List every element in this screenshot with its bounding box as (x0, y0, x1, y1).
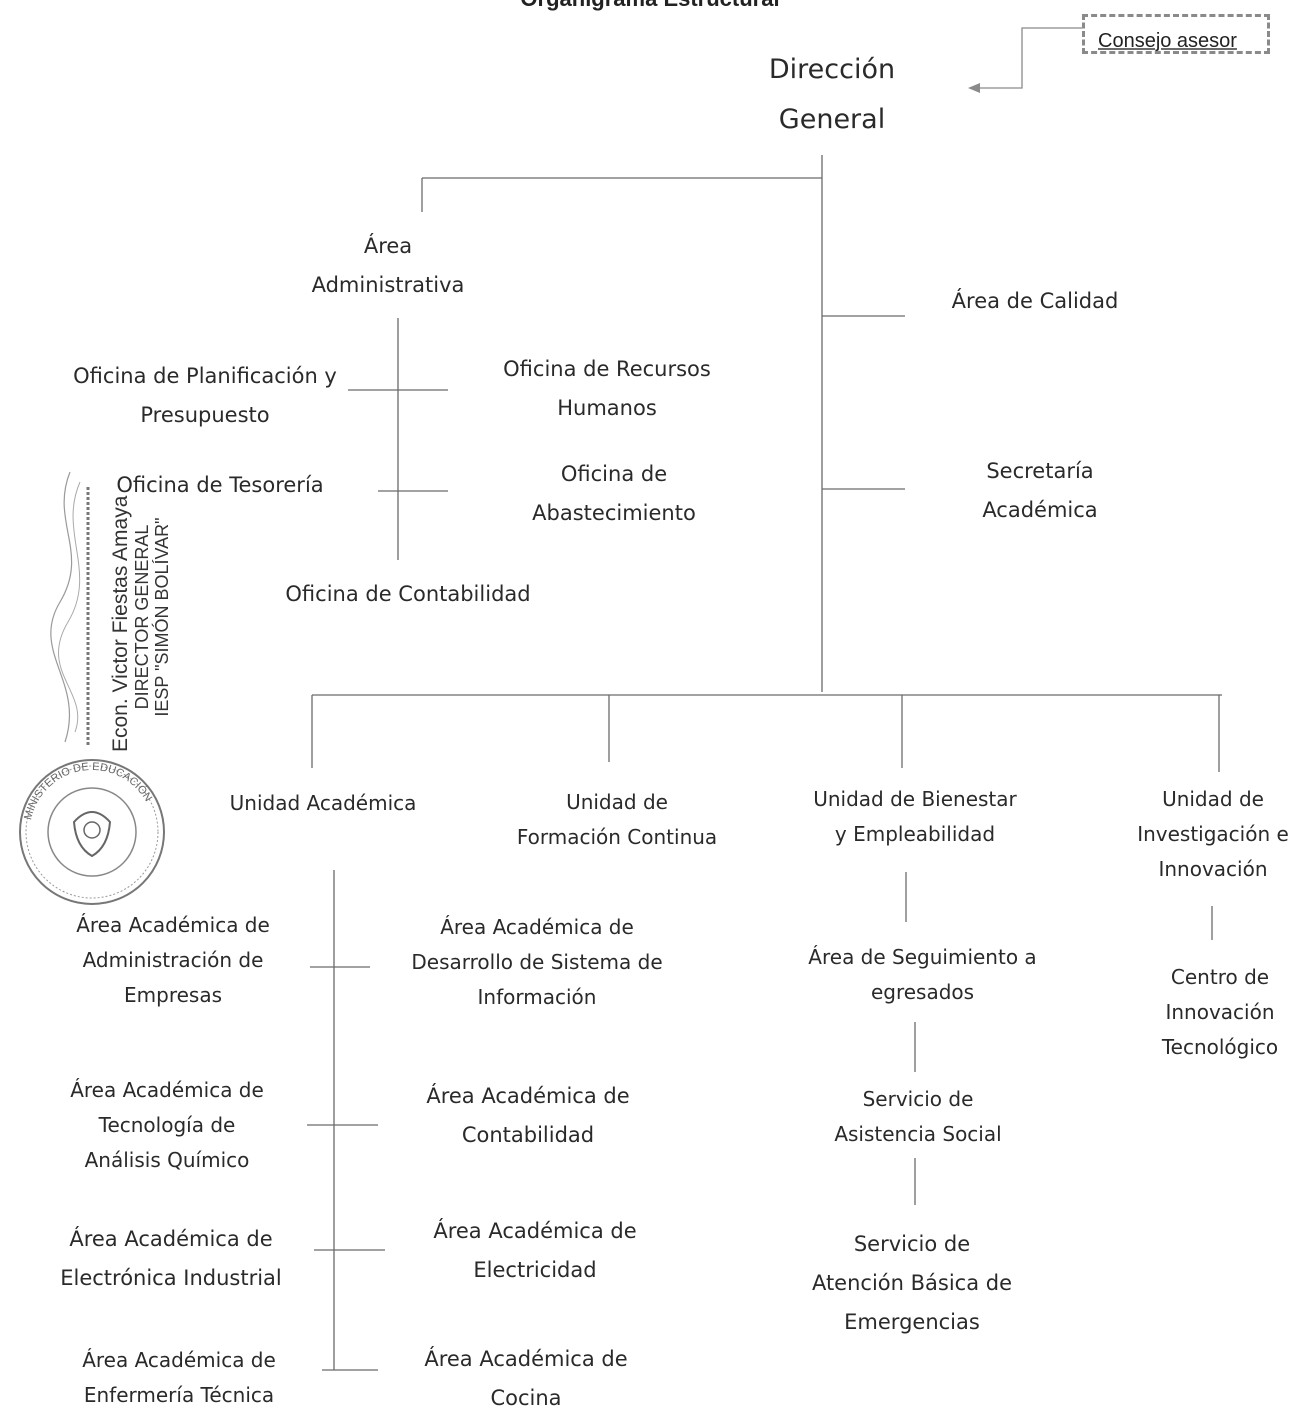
servicio-emergencias-node: Servicio de Atención Básica de Emergenci… (811, 1232, 1013, 1334)
consejo-arrow-head (968, 83, 980, 93)
signature-role: DIRECTOR GENERAL (132, 524, 152, 710)
oficina-recursos-humanos-node: Oficina de Recursos Humanos (503, 357, 711, 420)
area-desarrollo-sistemas-node: Área Académica de Desarrollo de Sistema … (411, 915, 663, 1009)
signature-stamp: Econ. Victor Fiestas Amaya DIRECTOR GENE… (109, 482, 200, 752)
oficina-planificacion-node: Oficina de Planificación y Presupuesto (73, 364, 337, 427)
consejo-asesor-label: Consejo asesor (1098, 30, 1237, 52)
unidad-formacion-continua-node: Unidad de Formación Continua (516, 790, 718, 849)
unidad-bienestar-node: Unidad de Bienestar y Empleabilidad (813, 787, 1017, 846)
area-analisis-quimico-node: Área Académica de Tecnología de Análisis… (70, 1078, 264, 1172)
servicio-asistencia-social-node: Servicio de Asistencia Social (834, 1087, 1002, 1146)
oficina-abastecimiento-node: Oficina de Abastecimiento (532, 462, 696, 525)
ministry-seal-icon: MINISTERIO DE EDUCACIÓN (19, 759, 165, 905)
area-contabilidad-node: Área Académica de Contabilidad (426, 1084, 630, 1147)
area-administrativa-node: Área Administrativa (311, 234, 465, 297)
signature-scribble (50, 471, 90, 747)
area-electronica-node: Área Académica de Electrónica Industrial (60, 1227, 282, 1290)
oficina-contabilidad-node: Oficina de Contabilidad (285, 582, 531, 606)
chart-title: Organigrama Estructural (360, 0, 940, 12)
secretaria-academica-node: Secretaría Académica (982, 459, 1098, 522)
signature-institution: IESP "SIMÓN BOLÍVAR" (152, 517, 172, 717)
direccion-general-node: Dirección General (768, 54, 896, 135)
unidad-academica-node: Unidad Académica (229, 791, 417, 815)
area-enfermeria-node: Área Académica de Enfermería Técnica (82, 1348, 276, 1407)
area-administracion-empresas-node: Área Académica de Administración de Empr… (76, 913, 270, 1007)
unidad-investigacion-node: Unidad de Investigación e Innovación (1137, 787, 1289, 881)
signature-name: Econ. Victor Fiestas Amaya (109, 495, 132, 752)
consejo-asesor-box (1082, 14, 1270, 54)
area-electricidad-node: Área Académica de Electricidad (433, 1219, 637, 1282)
area-seguimiento-node: Área de Seguimiento a egresados (808, 945, 1037, 1004)
oficina-tesoreria-node: Oficina de Tesorería (116, 473, 324, 497)
consejo-arrow-line (975, 27, 1082, 89)
area-calidad-node: Área de Calidad (951, 289, 1119, 313)
centro-innovacion-node: Centro de Innovación Tecnológico (1161, 965, 1279, 1059)
area-cocina-node: Área Académica de Cocina (424, 1347, 628, 1410)
